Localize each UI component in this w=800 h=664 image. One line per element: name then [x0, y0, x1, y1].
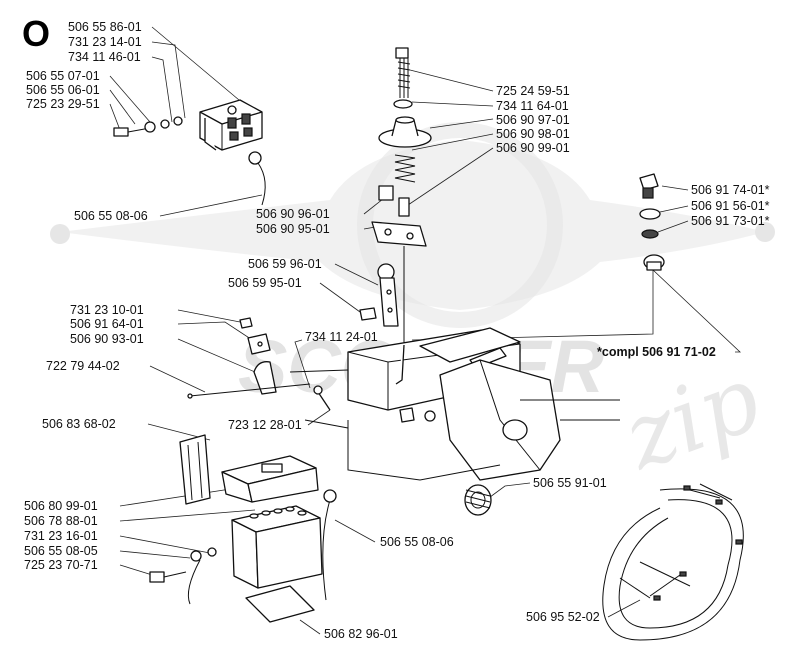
label-506-55-06-01: 506 55 06-01 [26, 83, 100, 97]
relay-assembly [199, 99, 266, 206]
label-725-23-70-71: 725 23 70-71 [24, 558, 98, 572]
label-506-90-97-01: 506 90 97-01 [496, 113, 570, 127]
label-506-83-68-02: 506 83 68-02 [42, 417, 116, 431]
label-506-91-73-01: 506 91 73-01* [691, 214, 770, 228]
battery [149, 489, 337, 605]
label-506-95-52-02: 506 95 52-02 [526, 610, 600, 624]
label-506-55-86-01: 506 55 86-01 [68, 20, 142, 34]
label-731-23-10-01: 731 23 10-01 [70, 303, 144, 317]
label-506-91-56-01: 506 91 56-01* [691, 199, 770, 213]
label-723-12-28-01: 723 12 28-01 [228, 418, 302, 432]
label-734-11-24-01: 734 11 24-01 [305, 330, 378, 344]
label-734-11-46-01: 734 11 46-01 [68, 50, 141, 64]
label-506-90-96-01: 506 90 96-01 [256, 207, 330, 221]
label-compl-506-91-71-02: *compl 506 91 71-02 [597, 345, 716, 359]
label-506-90-99-01: 506 90 99-01 [496, 141, 570, 155]
label-506-59-95-01: 506 59 95-01 [228, 276, 302, 290]
label-506-55-08-05: 506 55 08-05 [24, 544, 98, 558]
label-506-78-88-01: 506 78 88-01 [24, 514, 98, 528]
section-letter: O [22, 13, 50, 54]
label-731-23-16-01: 731 23 16-01 [24, 529, 98, 543]
battery-mat [245, 585, 315, 623]
label-506-91-64-01: 506 91 64-01 [70, 317, 144, 331]
lever-assembly [359, 263, 399, 327]
leader-lines [109, 26, 742, 635]
relay-bolt [113, 116, 183, 137]
wiring-harness [602, 483, 744, 641]
label-725-24-59-51: 725 24 59-51 [496, 84, 570, 98]
label-506-55-08-06-top: 506 55 08-06 [74, 209, 148, 223]
label-506-59-96-01: 506 59 96-01 [248, 257, 322, 271]
small-hardware [187, 317, 436, 423]
label-506-55-08-06-bottom: 506 55 08-06 [380, 535, 454, 549]
label-506-90-98-01: 506 90 98-01 [496, 127, 570, 141]
label-734-11-64-01: 734 11 64-01 [496, 99, 569, 113]
label-725-23-29-51: 725 23 29-51 [26, 97, 100, 111]
grommet [464, 484, 492, 516]
watermark-logo-text: zip [611, 346, 774, 491]
label-506-90-95-01: 506 90 95-01 [256, 222, 330, 236]
label-722-79-44-02: 722 79 44-02 [46, 359, 120, 373]
center-column [371, 47, 432, 345]
frame-body [289, 327, 620, 481]
label-506-55-07-01: 506 55 07-01 [26, 69, 100, 83]
label-506-91-74-01: 506 91 74-01* [691, 183, 770, 197]
watermark: SCOOTER zip [50, 122, 775, 491]
label-506-80-99-01: 506 80 99-01 [24, 499, 98, 513]
battery-cover [179, 434, 319, 505]
label-731-23-14-01: 731 23 14-01 [68, 35, 142, 49]
label-506-82-96-01: 506 82 96-01 [324, 627, 398, 641]
label-506-55-91-01: 506 55 91-01 [533, 476, 607, 490]
part-labels: 506 55 86-01 731 23 14-01 734 11 46-01 5… [24, 20, 770, 641]
key-switch [639, 173, 665, 271]
label-506-90-93-01: 506 90 93-01 [70, 332, 144, 346]
